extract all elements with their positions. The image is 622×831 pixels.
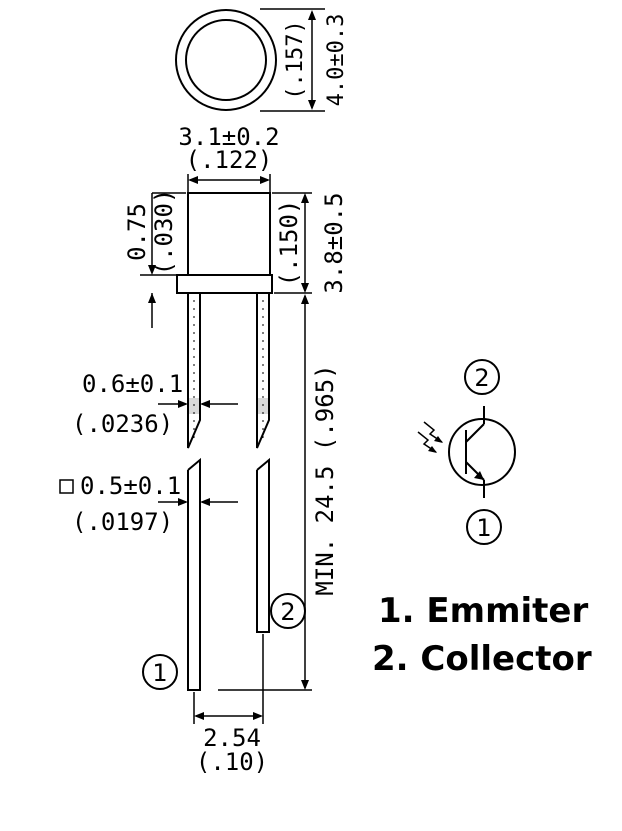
arrowhead	[253, 712, 263, 720]
arrowhead	[194, 712, 204, 720]
shoulder-dimension: 0.75 (.030)	[123, 189, 186, 328]
pin-legend: 1. Emmiter 2. Collector	[372, 591, 592, 679]
arrowhead	[200, 400, 210, 408]
body-flange	[176, 274, 273, 294]
body-height-inch-label: (.150)	[275, 200, 303, 287]
width-inch-label: (.122)	[186, 146, 273, 174]
shoulder-inch-label: (.030)	[150, 189, 178, 276]
body-height-mm-label: 3.8±0.5	[320, 192, 348, 293]
legend-collector: 2. Collector	[372, 639, 592, 679]
lead-2-lower	[256, 457, 270, 633]
pin-1-number: 1	[152, 659, 167, 687]
body-side-view	[176, 192, 273, 294]
collector-line	[465, 423, 485, 443]
arrowhead	[301, 283, 309, 293]
pin-1-callout: 1	[142, 654, 178, 690]
lead-square-dimension: 0.5±0.1 (.0197)	[59, 472, 238, 536]
pin-2-callout: 2	[270, 593, 306, 629]
pitch-inch-label: (.10)	[196, 748, 268, 776]
top-view-outer-ring	[175, 9, 277, 111]
arrowhead	[301, 193, 309, 203]
lead-length-dimension: MIN. 24.5 (.965)	[218, 294, 339, 691]
lead-2-mark	[257, 398, 269, 414]
lead-square-inch-label: (.0197)	[72, 508, 173, 536]
pin-2-circle	[270, 593, 306, 629]
pitch-dimension: 2.54 (.10)	[193, 634, 268, 776]
arrowhead	[148, 265, 156, 275]
square-symbol-icon	[59, 479, 74, 494]
symbol-pin-1-number: 1	[476, 514, 491, 542]
diameter-mm-label: 4.0±0.3	[324, 14, 349, 107]
lead-1	[187, 293, 201, 691]
pitch-mm-label: 2.54	[203, 724, 261, 752]
arrowhead	[308, 100, 316, 110]
transistor-circle	[448, 418, 516, 486]
arrowhead	[178, 400, 188, 408]
lead-width-mm-label: 0.6±0.1	[82, 370, 183, 398]
lead-1-upper	[187, 293, 201, 449]
lead-2	[256, 293, 270, 633]
lead-length-label: MIN. 24.5 (.965)	[311, 364, 339, 595]
diameter-inch-label: (.157)	[283, 20, 308, 99]
lead-1-mark	[188, 398, 200, 414]
body-rect	[187, 192, 271, 276]
shoulder-mm-label: 0.75	[123, 203, 151, 261]
lead-width-inch-label: (.0236)	[72, 410, 173, 438]
arrowhead	[148, 293, 156, 303]
pin-2-number: 2	[280, 598, 295, 626]
phototransistor-symbol: 2 1	[417, 359, 516, 545]
symbol-pin-2-number: 2	[474, 364, 489, 392]
lead-square-mm-label: 0.5±0.1	[80, 472, 181, 500]
pin-1-circle	[142, 654, 178, 690]
arrowhead	[308, 10, 316, 20]
arrowhead	[301, 680, 309, 690]
symbol-pin-2-circle	[464, 359, 500, 395]
lead-width-dimension: 0.6±0.1 (.0236)	[72, 370, 238, 438]
legend-emitter: 1. Emmiter	[378, 591, 588, 631]
symbol-pin-1-circle	[466, 509, 502, 545]
arrowhead	[188, 176, 198, 184]
arrowhead	[178, 498, 188, 506]
arrowhead	[200, 498, 210, 506]
width-dimension: 3.1±0.2 (.122)	[178, 123, 280, 192]
width-mm-label: 3.1±0.2	[178, 123, 279, 151]
light-arrows-icon	[417, 421, 443, 453]
arrowhead	[260, 176, 270, 184]
top-view-inner-ring	[185, 19, 267, 101]
lead-2-upper	[256, 293, 270, 449]
lead-1-lower	[187, 457, 201, 691]
emitter-arrow	[474, 471, 484, 480]
body-height-dimension: (.150) 3.8±0.5	[272, 192, 348, 294]
top-view: (.157) 4.0±0.3	[175, 8, 349, 112]
arrowhead	[301, 294, 309, 304]
